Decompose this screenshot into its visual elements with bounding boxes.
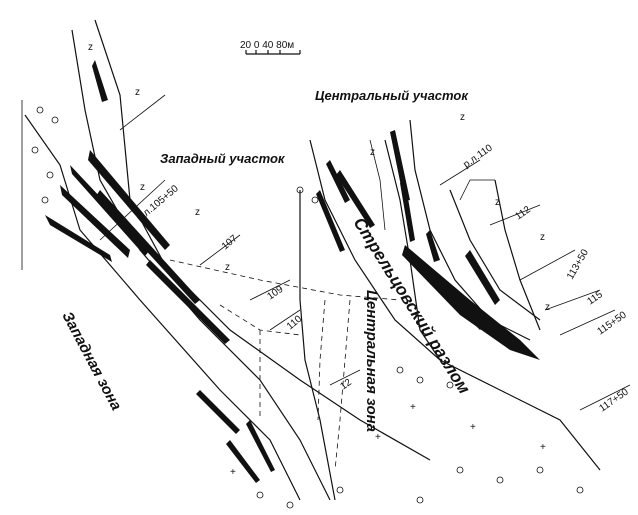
gravel-pattern (31, 106, 584, 509)
scale-bar: 20 0 40 80м (240, 40, 301, 55)
z-symbol: z (140, 182, 145, 193)
dashed-boundaries (169, 259, 401, 471)
profile-p107-label: 107 (220, 233, 240, 252)
fault-lines (24, 19, 601, 501)
z-symbol: z (225, 262, 230, 273)
plus-symbol: + (230, 467, 236, 478)
ore-bodies (45, 60, 540, 483)
z-symbol: z (545, 302, 550, 313)
z-symbol: z (195, 207, 200, 218)
profile-p115-label: 115 (585, 289, 605, 307)
plus-symbol: + (410, 402, 416, 413)
plus-symbol: + (540, 442, 546, 453)
rock-symbols: z z z z z z z z z z + + + + + (88, 42, 550, 478)
scale-bar-label: 20 0 40 80м (240, 40, 294, 51)
profile-p113-label: 113+50 (565, 247, 591, 281)
profile-p112-label: 112 (513, 204, 533, 222)
central-area-label: Центральный участок (315, 88, 469, 103)
z-symbol: z (540, 232, 545, 243)
z-symbol: z (370, 147, 375, 158)
plus-symbol: + (470, 422, 476, 433)
profile-p110-label: р.л.110 (461, 142, 495, 170)
z-symbol: z (495, 197, 500, 208)
profile-p12-label: 12 (338, 377, 354, 393)
central-zone-label: Центральная зона (363, 290, 380, 432)
western-area-label: Западный участок (160, 151, 286, 166)
profile-lines (99, 94, 631, 411)
z-symbol: z (460, 112, 465, 123)
z-symbol: z (88, 42, 93, 53)
profile-p109-label: 109 (265, 284, 285, 303)
western-zone-label: Западная зона (58, 309, 124, 413)
profile-p117-label: 117+50 (597, 386, 631, 414)
z-symbol: z (135, 87, 140, 98)
profile-p115b-label: 115+50 (595, 309, 629, 337)
plus-symbol: + (375, 432, 381, 443)
